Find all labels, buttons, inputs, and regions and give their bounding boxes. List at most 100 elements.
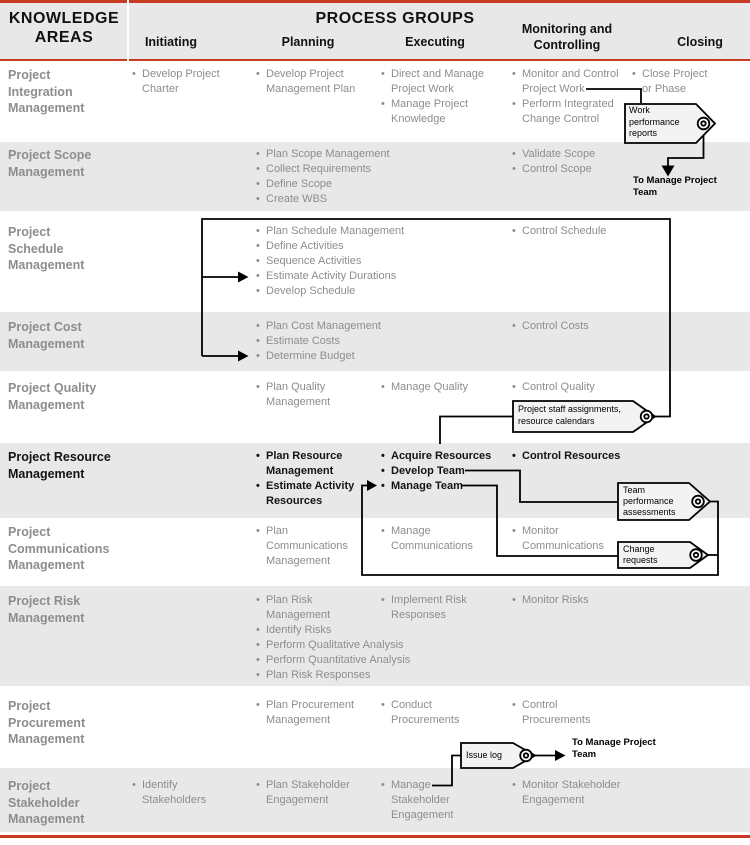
cell-monitoring: Validate ScopeControl Scope [511, 147, 623, 177]
process-item-text: Validate Scope [522, 148, 596, 160]
process-item: Develop Project Management Plan [255, 67, 373, 97]
process-item-text: Manage Team [391, 480, 463, 492]
process-item-text: Acquire Resources [391, 450, 492, 462]
process-item: Manage Stakeholder Engagement [380, 778, 504, 823]
process-item: Plan Resource Management [255, 449, 373, 479]
tag-label-work-performance-reports: Work performance reports [629, 105, 680, 138]
process-item-text: Perform Quantitative Analysis [266, 654, 411, 666]
process-item: Determine Budget [255, 349, 373, 364]
header-band [0, 0, 750, 59]
process-item-text: Define Scope [266, 178, 333, 190]
process-item: Identify Stakeholders [131, 778, 241, 808]
process-item: Develop Team [380, 464, 504, 479]
cell-planning: Plan Scope ManagementCollect Requirement… [255, 147, 390, 207]
process-item-text: Control Costs [522, 320, 589, 332]
process-item-text: Define Activities [266, 240, 344, 252]
process-item: Plan Stakeholder Engagement [255, 778, 373, 808]
process-item-text: Manage Stakeholder Engagement [391, 779, 454, 821]
process-item-text: Conduct Procurements [391, 699, 460, 726]
header-accent-rule [0, 58, 750, 62]
knowledge-area-label: Project Procurement Management [8, 699, 86, 746]
cell-planning: Develop Project Management Plan [255, 67, 373, 97]
process-item: Develop Schedule [255, 284, 373, 299]
row-project-schedule-management: Project Schedule Management Plan Schedule… [0, 211, 750, 312]
cell-planning: Plan Stakeholder Engagement [255, 778, 373, 808]
process-item-text: Collect Requirements [266, 163, 372, 175]
knowledge-areas-header: KNOWLEDGE AREAS [8, 10, 120, 46]
process-item: Plan Schedule Management [255, 224, 404, 239]
cell-initiating: Identify Stakeholders [131, 778, 241, 808]
process-item-text: Close Project or Phase [642, 68, 708, 95]
process-item: Control Procurements [511, 698, 623, 728]
process-item: Control Scope [511, 162, 623, 177]
process-groups-header: PROCESS GROUPS [315, 10, 475, 27]
process-item: Collect Requirements [255, 162, 373, 177]
process-item-text: Estimate Activity Durations [266, 270, 397, 282]
process-item: Identify Risks [255, 623, 373, 638]
process-item-text: Control Scope [522, 163, 592, 175]
cell-planning: Plan Resource ManagementEstimate Activit… [255, 449, 373, 509]
process-item-text: Manage Project Knowledge [391, 98, 469, 125]
tag-label-team-performance-assessments: Team performance assessments [623, 485, 676, 517]
process-item: Plan Quality Management [255, 380, 373, 410]
cell-executing: Manage Stakeholder Engagement [380, 778, 504, 823]
row-project-integration-management: Project Integration Management Develop Pr… [0, 61, 750, 142]
process-item-text: Plan Risk Responses [266, 669, 371, 681]
process-item-text: Perform Qualitative Analysis [266, 639, 404, 651]
process-item-text: Develop Project Management Plan [266, 68, 356, 95]
process-item-text: Monitor Communications [522, 525, 604, 552]
process-item: Plan Risk Management [255, 593, 373, 623]
cell-monitoring: Control Schedule [511, 224, 623, 239]
tag-label-issue-log: Issue log [466, 750, 503, 760]
knowledge-area-label: Project Quality Management [8, 381, 97, 412]
cell-executing: Conduct Procurements [380, 698, 504, 728]
process-item: Control Resources [511, 449, 623, 464]
column-header-executing: Executing [405, 35, 465, 49]
process-item-text: Plan Schedule Management [266, 225, 405, 237]
process-item: Plan Procurement Management [255, 698, 373, 728]
tag-label-change-requests: Change requests [623, 544, 658, 565]
process-item-text: Control Quality [522, 381, 595, 393]
row-project-stakeholder-management: Project Stakeholder ManagementIdentify S… [0, 768, 750, 832]
cell-monitoring: Monitor and Control Project WorkPerform … [511, 67, 623, 127]
process-item: Direct and Manage Project Work [380, 67, 504, 97]
process-item-text: Manage Quality [391, 381, 469, 393]
cell-planning: Plan Cost ManagementEstimate CostsDeterm… [255, 319, 381, 364]
process-item: Monitor Communications [511, 524, 623, 554]
process-item: Monitor and Control Project Work [511, 67, 623, 97]
process-item: Control Schedule [511, 224, 623, 239]
process-item-text: Manage Communications [391, 525, 473, 552]
process-item: Monitor Risks [511, 593, 623, 608]
cell-planning: Plan Procurement Management [255, 698, 373, 728]
process-item: Create WBS [255, 192, 373, 207]
knowledge-area-label: Project Communications Management [8, 525, 110, 572]
process-item-text: Estimate Costs [266, 335, 340, 347]
column-header-closing: Closing [677, 35, 723, 49]
process-item-text: Plan Resource Management [266, 450, 343, 477]
cell-planning: Plan Risk ManagementIdentify RisksPerfor… [255, 593, 410, 683]
process-item-text: Identify Risks [266, 624, 332, 636]
process-item: Acquire Resources [380, 449, 504, 464]
process-item-text: Direct and Manage Project Work [391, 68, 484, 95]
tag-label-staff-assignments: Project staff assignments, resource cale… [518, 404, 621, 426]
process-item-text: Develop Schedule [266, 285, 356, 297]
process-item: Plan Risk Responses [255, 668, 373, 683]
knowledge-area-label: Project Integration Management [8, 68, 85, 115]
process-item-text: Develop Team [391, 465, 465, 477]
knowledge-area-label: Project Schedule Management [8, 225, 85, 272]
process-item: Manage Project Knowledge [380, 97, 504, 127]
note-to-manage-project-team-bottom: To Manage Project Team [572, 737, 656, 760]
column-header-planning: Planning [281, 35, 335, 49]
cell-monitoring: Control Costs [511, 319, 623, 334]
process-item: Monitor Stakeholder Engagement [511, 778, 623, 808]
cell-executing: Manage Quality [380, 380, 504, 395]
process-item: Estimate Activity Durations [255, 269, 396, 284]
process-item-text: Control Procurements [522, 699, 591, 726]
cell-planning: Plan Quality Management [255, 380, 373, 410]
process-item: Manage Communications [380, 524, 504, 554]
process-item-text: Plan Cost Management [266, 320, 381, 332]
cell-initiating: Develop Project Charter [131, 67, 241, 97]
process-item-text: Estimate Activity Resources [266, 480, 355, 507]
